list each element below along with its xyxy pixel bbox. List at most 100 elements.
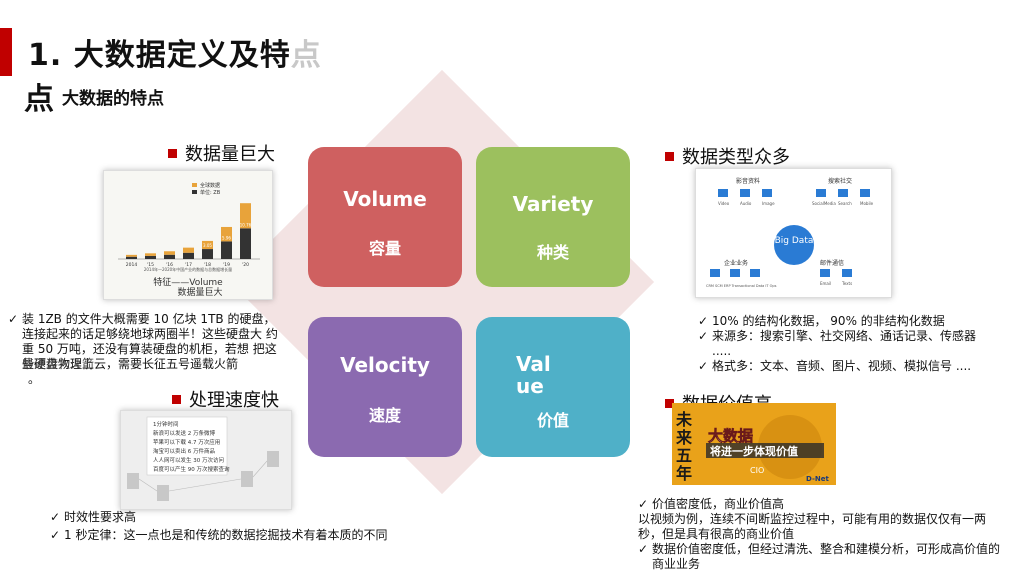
page-title: 1. 大数据定义及特点 bbox=[28, 38, 322, 73]
checkmark-icon: ✓ bbox=[50, 510, 61, 524]
tile-variety-en: Variety bbox=[512, 192, 594, 216]
tile-volume-zh: 容量 bbox=[368, 239, 401, 258]
volume-bullets: ✓装 1ZB 的文件大概需要 10 亿块 1TB 的硬盘， 连接起来的话足够绕地… bbox=[8, 312, 286, 387]
audio-icon bbox=[740, 189, 750, 197]
big-data-circle bbox=[774, 225, 814, 265]
velocity-line: 淘宝可以卖出 6 万件商品 bbox=[153, 447, 215, 455]
value-big-text: 大数据 bbox=[708, 427, 753, 445]
search-icon bbox=[838, 189, 848, 197]
svg-text:搜索社交: 搜索社交 bbox=[828, 177, 852, 185]
volume-heading: 数据量巨大 bbox=[168, 140, 275, 166]
bar-upper bbox=[183, 247, 194, 253]
list-item-overlap: 最速装入火箭 bbox=[22, 357, 95, 371]
velocity-line: 苹果可以下载 4.7 万次应用 bbox=[153, 438, 220, 446]
bar-value-label: 5.96 bbox=[222, 235, 231, 240]
tile-value-en: Value bbox=[516, 352, 551, 398]
side-text-1: 未 bbox=[675, 410, 692, 429]
x-tick-label: '20 bbox=[242, 262, 249, 268]
svg-text:Texts: Texts bbox=[841, 281, 852, 286]
svg-text:Mobile: Mobile bbox=[860, 201, 874, 206]
x-tick-label: '18 bbox=[204, 262, 211, 268]
bar-lower bbox=[183, 252, 194, 259]
server-icon bbox=[127, 473, 139, 489]
chart-legend-1: 全球数据 bbox=[200, 182, 220, 189]
big-data-diagram: 影音资料 搜索社交 Video Audio Image SocialMedia … bbox=[706, 177, 874, 288]
x-tick-label: '19 bbox=[223, 262, 230, 268]
value-poster: 未 来 五 年 大数据 将进一步体现价值 CIO D-Net bbox=[672, 403, 836, 485]
side-text-3: 五 bbox=[676, 446, 692, 465]
bar-lower bbox=[202, 249, 213, 259]
svg-text:Image: Image bbox=[762, 201, 775, 206]
tile-volume-en: Volume bbox=[343, 187, 427, 211]
value-bullets: ✓价值密度低，商业价值高 以视频为例，连续不间断监控过程中，可能有用的数据仅仅有… bbox=[638, 497, 1008, 572]
bar-lower bbox=[145, 255, 156, 259]
velocity-heading: 处理速度快 bbox=[172, 386, 279, 412]
red-square-icon bbox=[665, 151, 674, 161]
svg-text:SocialMedia: SocialMedia bbox=[812, 201, 836, 206]
chart-footer-line2: 数据量巨大 bbox=[177, 286, 222, 298]
social-icon bbox=[816, 189, 826, 197]
list-item: ✓价值密度低，商业价值高 bbox=[638, 497, 785, 511]
velocity-line: 新浪可以发送 2 万条微博 bbox=[153, 429, 215, 437]
checkmark-icon: ✓ bbox=[8, 312, 19, 326]
velocity-image: 1分钟时间新浪可以发送 2 万条微博苹果可以下载 4.7 万次应用淘宝可以卖出 … bbox=[120, 410, 292, 510]
velocity-line: 百度可以产生 90 万次搜索查询 bbox=[153, 465, 230, 473]
tile-value: Value 价值 bbox=[476, 317, 630, 457]
velocity-bullets: ✓时效性要求高 ✓1 秒定律：这一点也是和传统的数据挖掘技术有着本质的不同 bbox=[50, 510, 400, 543]
server-icon bbox=[157, 485, 169, 501]
list-item-plain: 以视频为例，连续不间断监控过程中，可能有用的数据仅仅有一两秒，但是具有很高的商业… bbox=[638, 512, 987, 541]
tile-volume: Volume 容量 bbox=[308, 147, 462, 287]
tile-variety: Variety 种类 bbox=[476, 147, 630, 287]
title-accent-bar bbox=[0, 28, 12, 76]
tile-velocity-zh: 速度 bbox=[368, 406, 401, 425]
bar-upper bbox=[145, 253, 156, 256]
checkmark-icon: ✓ bbox=[698, 314, 709, 328]
bar-lower bbox=[164, 254, 175, 259]
checkmark-icon: ✓ bbox=[638, 497, 649, 511]
value-sub-text: 将进一步体现价值 bbox=[710, 444, 798, 458]
svg-text:影音资料: 影音资料 bbox=[736, 177, 760, 185]
clio-text: CIO bbox=[750, 466, 764, 475]
red-square-icon bbox=[665, 398, 674, 408]
tile-value-zh: 价值 bbox=[536, 411, 569, 430]
tile-variety-zh: 种类 bbox=[536, 243, 569, 262]
side-text-2: 来 bbox=[675, 428, 693, 447]
bar-lower bbox=[221, 241, 232, 259]
bar-value-label: 3.05 bbox=[203, 243, 212, 248]
variety-heading: 数据类型众多 bbox=[665, 143, 790, 169]
red-square-icon bbox=[172, 394, 181, 404]
list-item: ✓数据价值密度低，但经过清洗、整合和建模分析，可形成高价值的商业业务 bbox=[638, 542, 1001, 571]
svg-text:CRM SCM ERP Transactional Data: CRM SCM ERP Transactional Data IT Ops bbox=[706, 284, 777, 288]
value-image: 未 来 五 年 大数据 将进一步体现价值 CIO D-Net bbox=[672, 403, 836, 485]
list-item: ✓10% 的结构化数据， 90% 的非结构化数据 bbox=[698, 314, 945, 328]
x-tick-label: '16 bbox=[166, 262, 173, 268]
svg-text:Video: Video bbox=[718, 201, 730, 206]
velocity-line: 人人网可以发生 30 万次访问 bbox=[153, 456, 224, 464]
video-icon bbox=[718, 189, 728, 197]
chart-footer-line1: 特征——Volume bbox=[153, 276, 223, 288]
chart-caption: 2014年—2020年中国产业的数据与总数据增长量 bbox=[144, 266, 232, 272]
mobile-icon bbox=[860, 189, 870, 197]
page-title-faded-char: 点 bbox=[290, 38, 322, 73]
bar-upper bbox=[221, 226, 232, 242]
list-item: ✓1 秒定律：这一点也是和传统的数据挖掘技术有着本质的不同 bbox=[50, 528, 388, 542]
side-text-4: 年 bbox=[676, 464, 692, 483]
bar-upper bbox=[240, 203, 251, 229]
bar-upper bbox=[126, 254, 137, 257]
checkmark-icon: ✓ bbox=[698, 359, 709, 373]
x-tick-label: '17 bbox=[185, 262, 192, 268]
dnet-badge: D-Net bbox=[806, 475, 829, 483]
bar-upper bbox=[202, 240, 213, 250]
tile-velocity-en: Velocity bbox=[340, 353, 430, 377]
list-item: ✓装 1ZB 的文件大概需要 10 亿块 1TB 的硬盘， 连接起来的话足够绕地… bbox=[8, 312, 278, 371]
velocity-line: 1分钟时间 bbox=[153, 420, 179, 428]
bar-lower bbox=[240, 228, 251, 259]
red-square-icon bbox=[168, 148, 177, 158]
list-item: ✓来源多：搜索引擎、社交网络、通话记录、传感器 ..... bbox=[698, 329, 977, 358]
list-item: ✓格式多：文本、音频、图片、视频、模拟信号 .... bbox=[698, 359, 972, 373]
checkmark-icon: ✓ bbox=[698, 329, 709, 343]
big-data-label: Big Data bbox=[775, 236, 814, 246]
checkmark-icon: ✓ bbox=[638, 542, 649, 556]
